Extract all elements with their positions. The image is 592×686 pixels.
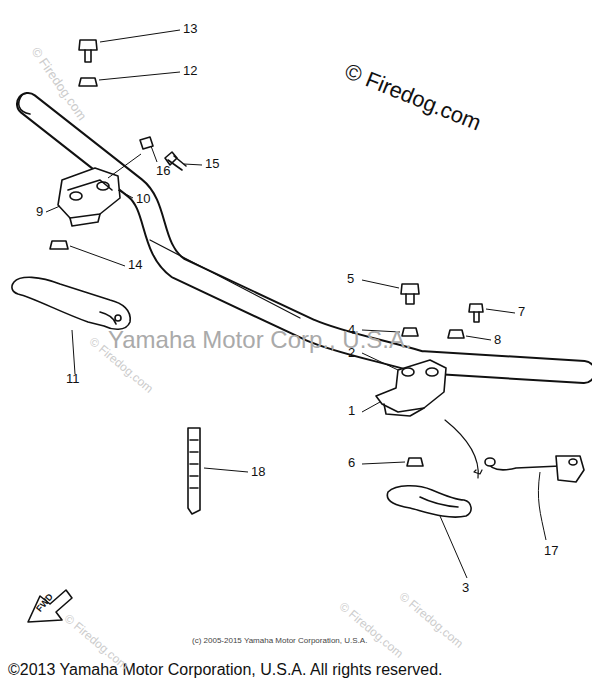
watermark: Yamaha Motor Corp., U.S.A.	[108, 328, 412, 352]
callout-number: 1	[348, 404, 355, 417]
callout-number: 8	[494, 333, 501, 346]
callout-number: 7	[518, 305, 525, 318]
callout-number: 13	[183, 22, 197, 35]
callout-number: 15	[205, 157, 219, 170]
copyright-note: (c) 2005-2015 Yamaha Motor Corporation, …	[192, 637, 367, 645]
leader-lines	[46, 30, 546, 578]
callout-number: 16	[156, 164, 170, 177]
callout-number: 3	[462, 581, 469, 594]
callout-number: 6	[348, 456, 355, 469]
watermark: © Firedog.com	[397, 590, 465, 650]
callout-number: 10	[136, 192, 150, 205]
callout-number: 11	[66, 372, 80, 385]
callout-number: 14	[128, 258, 142, 271]
copyright-note: ©2013 Yamaha Motor Corporation, U.S.A. A…	[8, 662, 443, 678]
watermark: © Firedog.com	[337, 600, 405, 660]
callout-number: 9	[36, 205, 43, 218]
callout-number: 17	[544, 544, 558, 557]
watermark: © Firedog.com	[342, 60, 484, 135]
callout-number: 12	[183, 64, 197, 77]
callout-number: 5	[347, 272, 354, 285]
callout-number: 18	[251, 465, 265, 478]
